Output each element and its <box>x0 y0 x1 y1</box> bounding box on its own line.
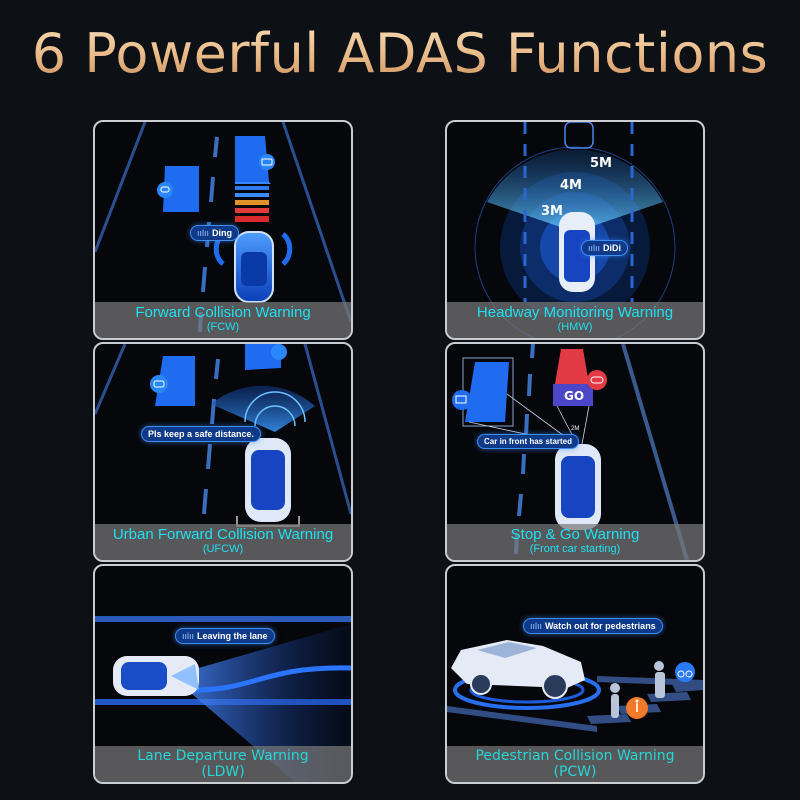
car-icon <box>150 375 168 393</box>
feature-abbr: (HMW) <box>557 321 593 333</box>
distance-5m: 5M <box>590 156 612 171</box>
car-icon <box>157 182 173 198</box>
hmw-caption: Headway Monitoring Warning (HMW) <box>447 302 703 338</box>
ldw-scene <box>95 616 351 782</box>
bus-icon <box>271 344 287 360</box>
page-title: 6 Powerful ADAS Functions <box>0 22 800 85</box>
bus-icon <box>259 154 275 170</box>
feature-name: Pedestrian Collision Warning <box>475 748 675 764</box>
pcw-scene <box>447 640 703 732</box>
feature-abbr: (FCW) <box>206 321 240 333</box>
distance-4m: 4M <box>560 178 582 193</box>
stop-go-caption: Stop & Go Warning (Front car starting) <box>447 524 703 560</box>
ufcw-caption: Urban Forward Collision Warning (UFCW) <box>95 524 351 560</box>
sound-wave-icon: ıılıı <box>530 621 543 631</box>
panel-ufcw: Pls keep a safe distance. Urban Forward … <box>93 342 353 562</box>
feature-name: Urban Forward Collision Warning <box>112 526 334 543</box>
pcw-caption: Pedestrian Collision Warning (PCW) <box>447 746 703 782</box>
feature-abbr: (LDW) <box>201 764 245 780</box>
distance-2m: 2M <box>571 426 580 432</box>
feature-abbr: (PCW) <box>553 764 597 780</box>
distance-3m: 3M <box>541 204 563 219</box>
feature-name: Lane Departure Warning <box>137 748 309 764</box>
bicycle-icon <box>675 662 695 682</box>
truck-icon <box>452 390 472 410</box>
feature-abbr: (Front car starting) <box>529 543 621 555</box>
go-label: GO <box>564 389 585 403</box>
ufcw-alert-bubble: Pls keep a safe distance. <box>141 426 262 442</box>
car-icon <box>587 370 607 390</box>
ldw-caption: Lane Departure Warning (LDW) <box>95 746 351 782</box>
panel-stop-go: GO 2M Car in front has started Stop & Go… <box>445 342 705 562</box>
sound-wave-icon: ıılıı <box>182 631 195 641</box>
stop-go-alert-bubble: Car in front has started <box>477 434 580 449</box>
sound-wave-icon: ıılıı <box>197 228 210 238</box>
feature-name: Forward Collision Warning <box>135 304 311 321</box>
fcw-caption: Forward Collision Warning (FCW) <box>95 302 351 338</box>
sound-wave-icon: ıılıı <box>588 243 601 253</box>
feature-name: Headway Monitoring Warning <box>476 304 674 321</box>
feature-abbr: (UFCW) <box>202 543 244 555</box>
feature-name: Stop & Go Warning <box>510 526 640 543</box>
ufcw-scene <box>95 344 351 527</box>
